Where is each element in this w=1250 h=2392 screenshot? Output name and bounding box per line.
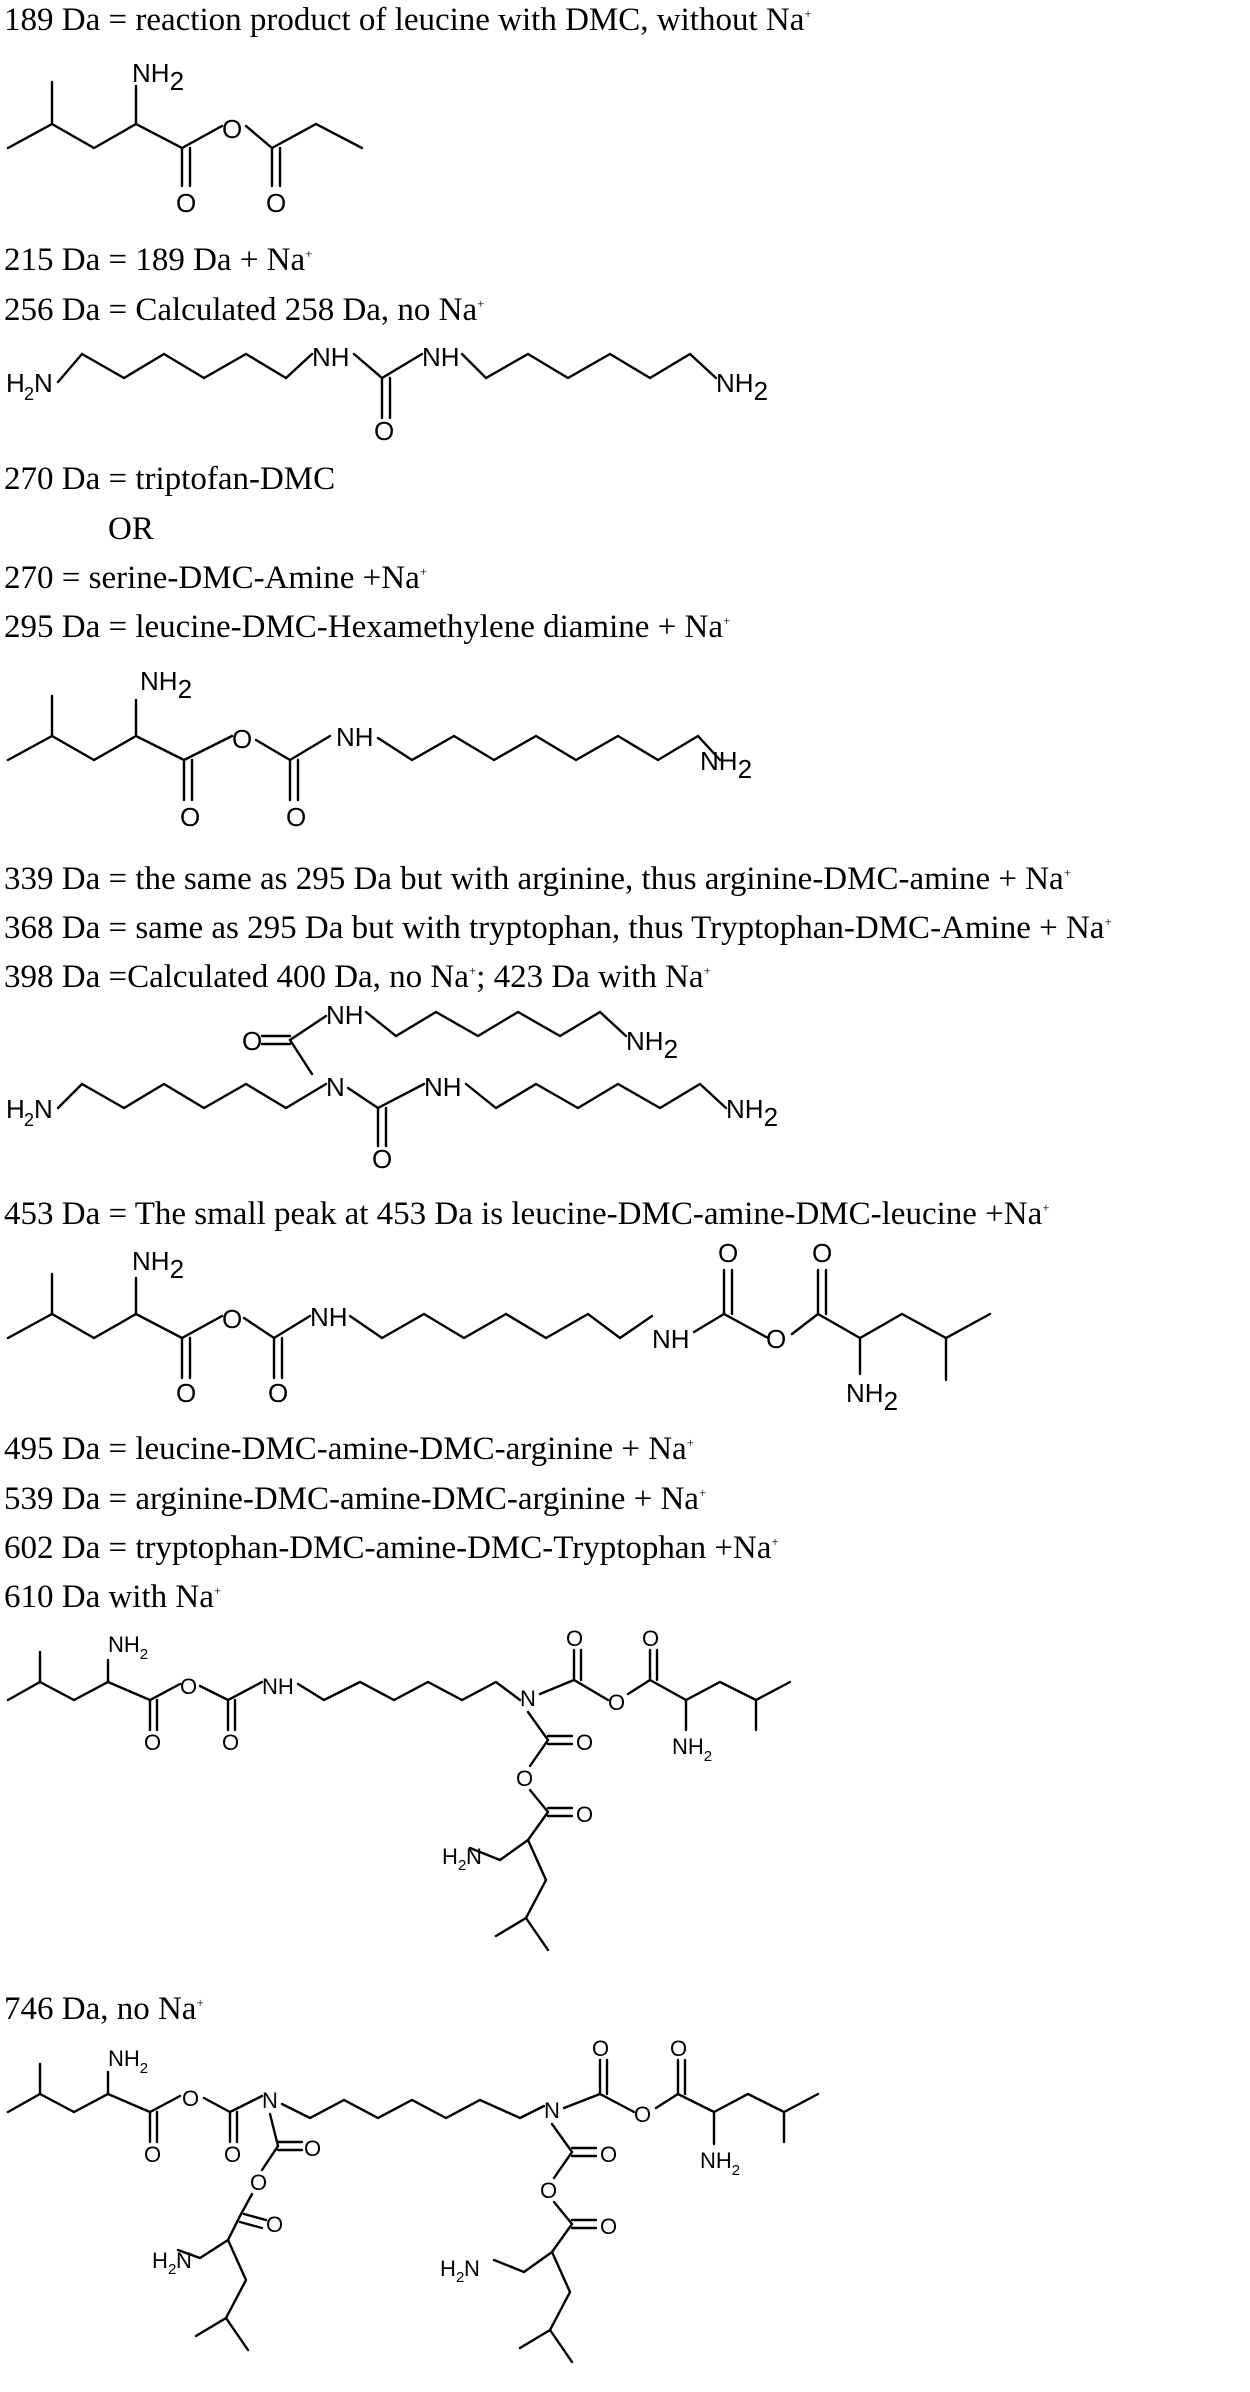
svg-text:O: O: [634, 2102, 651, 2127]
svg-text:H: H: [442, 1844, 458, 1869]
caption-495: 495 Da = leucine-DMC-amine-DMC-arginine …: [4, 1431, 695, 1467]
svg-text:2: 2: [24, 1110, 34, 1130]
svg-text:NH: NH: [262, 1674, 294, 1699]
svg-text:H: H: [152, 2248, 168, 2273]
caption-189: 189 Da = reaction product of leucine wit…: [4, 2, 812, 38]
svg-text:NH: NH: [336, 722, 374, 752]
caption-453: 453 Da = The small peak at 453 Da is leu…: [4, 1196, 1050, 1232]
svg-text:H: H: [440, 2256, 456, 2281]
svg-text:NH: NH: [652, 1324, 690, 1354]
svg-text:O: O: [566, 1626, 583, 1651]
svg-text:H: H: [6, 368, 25, 398]
svg-text:N: N: [466, 1844, 482, 1869]
caption-339: 339 Da = the same as 295 Da but with arg…: [4, 861, 1072, 897]
svg-text:N: N: [544, 2098, 560, 2123]
svg-text:O: O: [182, 2086, 199, 2111]
caption-or: OR: [108, 511, 154, 547]
svg-text:O: O: [304, 2136, 321, 2161]
svg-text:N: N: [464, 2256, 480, 2281]
svg-text:2: 2: [458, 1857, 466, 1874]
svg-text:O: O: [286, 802, 306, 832]
svg-text:O: O: [144, 1730, 161, 1755]
svg-text:N: N: [34, 368, 53, 398]
caption-295: 295 Da = leucine-DMC-Hexamethylene diami…: [4, 609, 731, 645]
svg-text:N: N: [326, 1072, 345, 1102]
caption-368: 368 Da = same as 295 Da but with tryptop…: [4, 910, 1112, 946]
svg-text:O: O: [232, 724, 252, 754]
svg-text:O: O: [374, 416, 394, 446]
svg-text:O: O: [222, 1730, 239, 1755]
svg-text:O: O: [592, 2036, 609, 2061]
svg-text:NH: NH: [422, 342, 460, 372]
svg-text:N: N: [34, 1094, 53, 1124]
svg-text:O: O: [372, 1144, 392, 1174]
svg-text:NH: NH: [326, 1000, 364, 1030]
svg-text:N: N: [176, 2248, 192, 2273]
svg-text:O: O: [600, 2142, 617, 2167]
caption-610: 610 Da with Na+: [4, 1579, 222, 1615]
svg-text:O: O: [180, 1674, 197, 1699]
caption-270-triptofan: 270 Da = triptofan-DMC: [4, 461, 336, 497]
caption-539: 539 Da = arginine-DMC-amine-DMC-arginine…: [4, 1481, 707, 1517]
svg-text:2: 2: [168, 2261, 176, 2278]
svg-text:N: N: [520, 1686, 536, 1711]
svg-text:2: 2: [456, 2269, 464, 2286]
svg-text:O: O: [642, 1626, 659, 1651]
svg-text:NH: NH: [312, 342, 350, 372]
svg-text:O: O: [670, 2036, 687, 2061]
svg-text:O: O: [812, 1238, 832, 1268]
svg-text:O: O: [576, 1730, 593, 1755]
caption-256: 256 Da = Calculated 258 Da, no Na+: [4, 292, 485, 328]
svg-text:O: O: [516, 1766, 533, 1791]
svg-text:NH: NH: [424, 1072, 462, 1102]
svg-text:O: O: [268, 1378, 288, 1408]
svg-text:2: 2: [24, 384, 34, 404]
svg-text:O: O: [176, 1378, 196, 1408]
svg-text:O: O: [242, 1026, 262, 1056]
svg-text:O: O: [600, 2214, 617, 2239]
svg-text:O: O: [718, 1238, 738, 1268]
svg-text:O: O: [250, 2170, 267, 2195]
svg-text:NH: NH: [310, 1302, 348, 1332]
svg-text:O: O: [266, 188, 286, 218]
caption-602: 602 Da = tryptophan-DMC-amine-DMC-Trypto…: [4, 1530, 779, 1566]
svg-text:O: O: [176, 188, 196, 218]
svg-text:N: N: [262, 2088, 278, 2113]
svg-text:O: O: [608, 1690, 625, 1715]
svg-text:O: O: [144, 2142, 161, 2167]
caption-270-serine: 270 = serine-DMC-Amine +Na+: [4, 560, 428, 596]
caption-215: 215 Da = 189 Da + Na+: [4, 242, 313, 278]
caption-746: 746 Da, no Na+: [4, 1991, 204, 2027]
svg-text:O: O: [180, 802, 200, 832]
svg-text:NH2: NH2: [108, 2046, 148, 2077]
svg-text:O: O: [222, 114, 242, 144]
svg-text:O: O: [576, 1802, 593, 1827]
svg-text:O: O: [224, 2142, 241, 2167]
svg-text:H: H: [6, 1094, 25, 1124]
svg-text:O: O: [766, 1324, 786, 1354]
caption-398: 398 Da =Calculated 400 Da, no Na+; 423 D…: [4, 959, 711, 995]
svg-text:O: O: [540, 2178, 557, 2203]
svg-text:O: O: [222, 1304, 242, 1334]
svg-text:NH2: NH2: [700, 2148, 740, 2179]
svg-text:O: O: [266, 2212, 283, 2237]
